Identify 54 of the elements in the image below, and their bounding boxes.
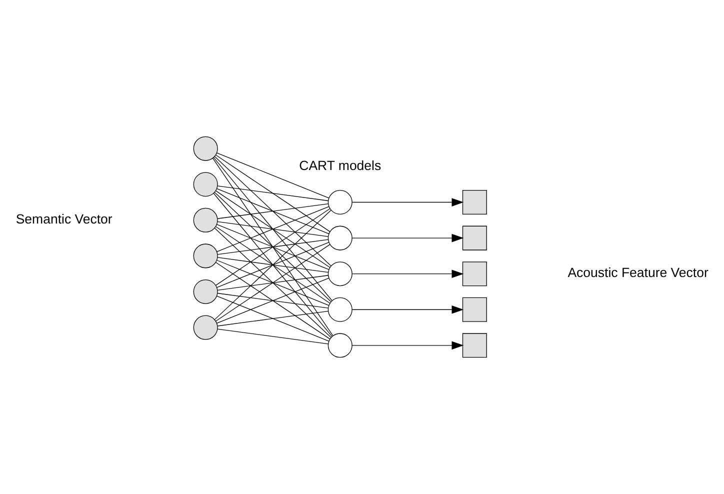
connector xyxy=(217,203,328,219)
node-circle xyxy=(328,190,352,215)
node-box xyxy=(462,226,487,250)
connector xyxy=(214,192,332,302)
node-circle xyxy=(193,172,218,197)
connector xyxy=(216,278,330,324)
arrow xyxy=(352,270,464,278)
arrow xyxy=(352,305,464,314)
connector xyxy=(216,206,330,252)
connector xyxy=(216,188,330,234)
connector xyxy=(217,186,328,202)
connector xyxy=(214,210,332,320)
node-box xyxy=(462,190,487,215)
arrow xyxy=(352,234,464,242)
label: Acoustic Feature Vector xyxy=(568,265,708,280)
node-box xyxy=(462,297,487,322)
arrow xyxy=(352,198,464,206)
label: Semantic Vector xyxy=(16,211,112,226)
connector xyxy=(216,242,330,288)
connector xyxy=(212,158,334,336)
node-circle xyxy=(328,262,352,286)
node-circle xyxy=(193,315,218,340)
node-box xyxy=(462,262,487,286)
connector xyxy=(217,239,328,255)
connector xyxy=(216,262,330,340)
connector xyxy=(217,275,328,291)
connector xyxy=(216,224,330,270)
connector xyxy=(217,328,328,344)
connector xyxy=(216,208,330,286)
label: CART models xyxy=(299,158,382,173)
node-circle xyxy=(193,136,218,161)
connector xyxy=(216,190,330,268)
connector xyxy=(216,260,330,306)
connector xyxy=(217,292,328,308)
connector xyxy=(216,152,330,198)
connector xyxy=(217,257,328,273)
connector xyxy=(217,310,328,326)
node-box xyxy=(462,333,487,358)
connector xyxy=(213,157,332,302)
node-circle xyxy=(193,279,218,304)
node-circle xyxy=(193,244,218,268)
connector xyxy=(213,192,332,337)
node-circle xyxy=(328,226,352,250)
node-circle xyxy=(328,297,352,322)
connector xyxy=(216,154,330,232)
node-circle xyxy=(328,333,352,358)
connector xyxy=(216,226,330,304)
connector xyxy=(214,156,332,266)
connector xyxy=(216,296,330,342)
connector xyxy=(214,228,332,338)
node-circle xyxy=(193,208,218,232)
connector xyxy=(217,221,328,237)
arrow xyxy=(352,341,464,350)
connector xyxy=(216,244,330,322)
